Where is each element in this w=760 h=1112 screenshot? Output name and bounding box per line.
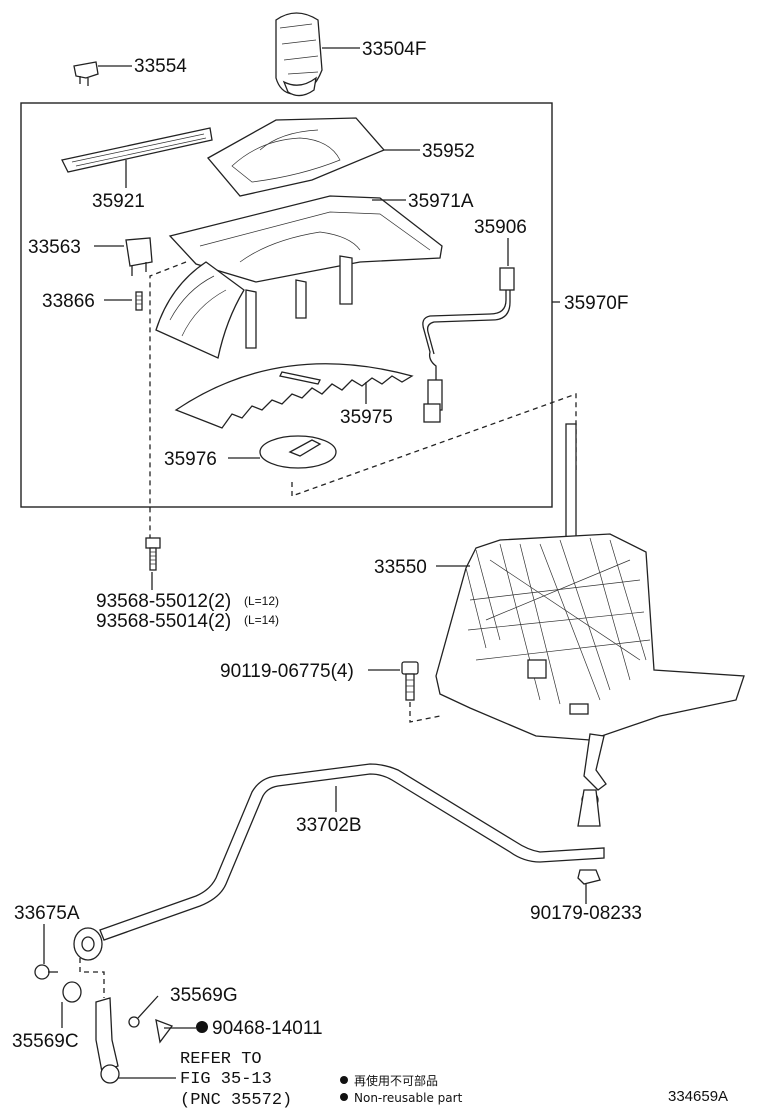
label-35976: 35976	[164, 449, 217, 470]
upper-panel-35952-illustration	[206, 117, 386, 197]
label-35569G: 35569G	[170, 985, 238, 1006]
label-35921: 35921	[92, 191, 145, 212]
spring-33866-illustration	[135, 291, 143, 311]
bolt-90119-illustration	[401, 661, 419, 701]
non-reusable-marker	[196, 1021, 208, 1033]
label-33675A: 33675A	[14, 903, 80, 924]
harness-35906-illustration	[422, 267, 515, 423]
trim-strip-35921-illustration	[61, 127, 213, 173]
label-bolt-93568-b: 93568-55014(2)	[96, 611, 231, 632]
joint-33675A-illustration	[34, 927, 174, 1084]
clip-33554-illustration	[73, 61, 99, 86]
legend-en: Non-reusable part	[354, 1091, 463, 1105]
clip-33563-illustration	[125, 237, 153, 276]
shift-lever-33550-illustration	[435, 423, 745, 827]
label-33554: 33554	[134, 56, 187, 77]
label-33504F: 33504F	[362, 39, 426, 60]
label-33550: 33550	[374, 557, 427, 578]
label-35971A: 35971A	[408, 191, 474, 212]
label-35970F: 35970F	[564, 293, 628, 314]
assembly-box-35970F	[20, 102, 553, 508]
label-90179: 90179-08233	[530, 903, 642, 924]
label-35975: 35975	[340, 407, 393, 428]
refer-line-2: FIG 35-13	[180, 1070, 272, 1089]
shift-knob-illustration	[275, 12, 323, 97]
disc-35976-illustration	[259, 435, 337, 469]
housing-35971A-illustration	[168, 195, 443, 349]
refer-line-1: REFER TO	[180, 1050, 262, 1069]
label-90119: 90119-06775(4)	[220, 661, 354, 682]
label-35952: 35952	[422, 141, 475, 162]
shield-curved-illustration	[155, 261, 245, 359]
figure-id: 334659A	[668, 1088, 728, 1105]
refer-line-3: (PNC 35572)	[180, 1091, 292, 1110]
label-bolt-length-14: (L=14)	[244, 613, 279, 627]
sheet-35975-illustration	[174, 363, 414, 429]
label-90468: 90468-14011	[212, 1018, 323, 1039]
legend-jp: 再使用不可部品	[354, 1073, 438, 1088]
bolt-93568-illustration	[145, 537, 161, 571]
legend-dot-jp	[340, 1076, 348, 1084]
nut-90179-illustration	[577, 869, 601, 885]
label-35906: 35906	[474, 217, 527, 238]
label-33563: 33563	[28, 237, 81, 258]
label-33866: 33866	[42, 291, 95, 312]
rod-33702B-illustration	[99, 763, 605, 941]
legend-dot-en	[340, 1093, 348, 1101]
label-bolt-length-12: (L=12)	[244, 594, 279, 608]
label-35569C: 35569C	[12, 1031, 79, 1052]
label-33702B: 33702B	[296, 815, 362, 836]
label-bolt-93568-a: 93568-55012(2)	[96, 591, 231, 612]
